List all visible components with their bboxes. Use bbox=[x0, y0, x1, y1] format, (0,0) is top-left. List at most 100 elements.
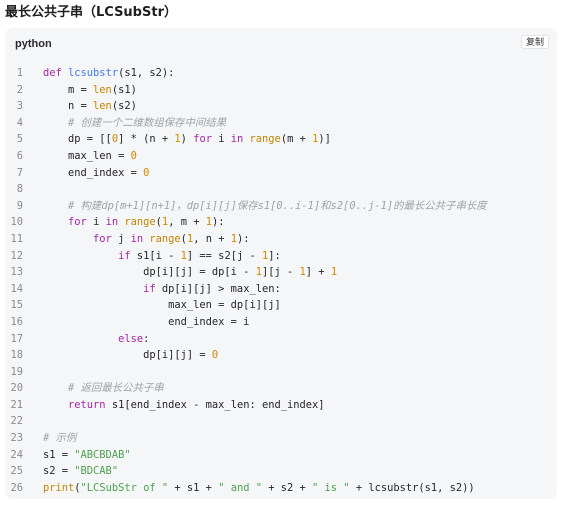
line-number: 3 bbox=[16, 100, 23, 113]
code-token: range bbox=[124, 216, 156, 229]
code-token bbox=[43, 216, 68, 228]
code-token: dp[i][j] = bbox=[43, 349, 212, 362]
line-number: 11 bbox=[10, 232, 23, 245]
code-language-label: python bbox=[15, 38, 52, 50]
code-line: 11 for j in range(1, n + 1): bbox=[5, 231, 557, 248]
line-number: 24 bbox=[10, 448, 23, 461]
code-token: 0 bbox=[211, 349, 219, 362]
code-token: " is " bbox=[312, 481, 350, 494]
code-token: 1 bbox=[255, 266, 262, 279]
line-number: 2 bbox=[16, 83, 23, 96]
code-line: 17 else: bbox=[5, 331, 557, 348]
code-token: s2 = bbox=[43, 465, 75, 478]
code-line: 21 return s1[end_index - max_len: end_in… bbox=[5, 397, 557, 414]
code-token: ( bbox=[180, 232, 187, 245]
code-token: , m + bbox=[168, 216, 206, 229]
code-token: : bbox=[143, 332, 150, 345]
line-number: 9 bbox=[16, 199, 23, 212]
code-token: ( bbox=[155, 216, 162, 229]
code-token: in bbox=[230, 133, 244, 146]
code-token: "BDCAB" bbox=[74, 465, 119, 478]
code-token: ][j - bbox=[261, 266, 300, 279]
code-token: ( bbox=[74, 481, 81, 494]
line-number: 25 bbox=[10, 465, 23, 478]
code-token: 1 bbox=[161, 216, 169, 229]
code-token: end_index = bbox=[43, 166, 144, 179]
code-token: # 创建一个二维数组保存中间结果 bbox=[43, 116, 227, 129]
code-token: # 返回最长公共子串 bbox=[43, 382, 164, 395]
code-token: lcsubstr bbox=[68, 67, 119, 79]
code-token: + lcsubstr(s1, s2)) bbox=[349, 481, 475, 494]
line-number: 8 bbox=[16, 183, 23, 196]
line-number: 4 bbox=[16, 116, 23, 129]
line-number: 22 bbox=[10, 415, 23, 428]
code-token: end_index = i bbox=[43, 315, 250, 328]
code-token: , n + bbox=[193, 232, 231, 245]
code-token: range bbox=[249, 133, 281, 146]
line-number: 5 bbox=[16, 133, 23, 146]
code-token: s1[end_index - max_len: end_index] bbox=[105, 398, 325, 411]
code-token: ] * (n + bbox=[118, 133, 175, 146]
line-number: 19 bbox=[10, 365, 23, 378]
code-token: print bbox=[43, 481, 75, 494]
line-number: 26 bbox=[10, 481, 23, 494]
line-number: 21 bbox=[10, 398, 23, 411]
code-line: 6 max_len = 0 bbox=[5, 148, 557, 165]
code-token: if bbox=[118, 249, 131, 262]
code-token bbox=[43, 399, 68, 411]
code-token: range bbox=[149, 232, 181, 245]
page-title: 最长公共子串（LCSubStr） bbox=[5, 5, 177, 20]
code-token: else bbox=[118, 332, 144, 345]
code-token: i bbox=[86, 216, 106, 229]
code-token: ] + bbox=[305, 266, 331, 279]
code-token: max_len = dp[i][j] bbox=[43, 299, 281, 312]
code-token: s1 = bbox=[43, 448, 75, 461]
code-line: 14 if dp[i][j] > max_len: bbox=[5, 281, 557, 298]
code-token: )] bbox=[318, 133, 331, 146]
code-token: 1 bbox=[312, 133, 319, 146]
code-token: (s2) bbox=[111, 100, 137, 113]
code-token: ): bbox=[212, 216, 225, 229]
code-token: for bbox=[68, 216, 87, 229]
code-token: i bbox=[211, 133, 231, 146]
code-token: (m + bbox=[280, 133, 313, 146]
code-line: 19 bbox=[5, 364, 557, 381]
code-line: 16 end_index = i bbox=[5, 314, 557, 331]
code-token: dp[i][j] > max_len: bbox=[155, 282, 281, 295]
code-line: 25 s2 = "BDCAB" bbox=[5, 463, 557, 480]
line-number: 13 bbox=[10, 266, 23, 279]
code-token: ] == s2[j - bbox=[186, 249, 262, 262]
code-line: 7 end_index = 0 bbox=[5, 165, 557, 182]
code-token: max_len = bbox=[43, 149, 131, 162]
code-token: + s2 + bbox=[261, 481, 313, 494]
code-token: in bbox=[130, 232, 144, 245]
code-token: for bbox=[93, 232, 112, 245]
code-line: 8 bbox=[5, 181, 557, 198]
code-token: j bbox=[111, 232, 131, 245]
code-line: 23 # 示例 bbox=[5, 430, 557, 447]
code-token bbox=[43, 250, 118, 262]
code-line: 18 dp[i][j] = 0 bbox=[5, 347, 557, 364]
code-line: 5 dp = [[0] * (n + 1) for i in range(m +… bbox=[5, 131, 557, 148]
code-token: " and " bbox=[218, 481, 262, 494]
code-token: m = bbox=[43, 83, 94, 96]
line-number: 15 bbox=[10, 299, 23, 312]
code-token: # 构建dp[m+1][n+1]，dp[i][j]保存s1[0..i-1]和s2… bbox=[43, 199, 487, 212]
code-token: in bbox=[105, 216, 119, 229]
code-token: "LCSubStr of " bbox=[80, 481, 169, 494]
code-token: # 示例 bbox=[43, 432, 77, 445]
line-number: 10 bbox=[10, 216, 23, 229]
code-token: if bbox=[143, 282, 156, 295]
code-line: 2 m = len(s1) bbox=[5, 82, 557, 99]
code-token: (s1) bbox=[111, 83, 137, 96]
code-token: 1 bbox=[330, 266, 338, 279]
code-token: (s1, s2): bbox=[118, 67, 175, 79]
code-line: 4 # 创建一个二维数组保存中间结果 bbox=[5, 115, 557, 132]
line-number: 23 bbox=[10, 432, 23, 445]
code-token: 1 bbox=[180, 249, 187, 262]
copy-button[interactable]: 复制 bbox=[520, 35, 549, 49]
code-token: dp[i][j] = dp[i - bbox=[43, 266, 256, 279]
